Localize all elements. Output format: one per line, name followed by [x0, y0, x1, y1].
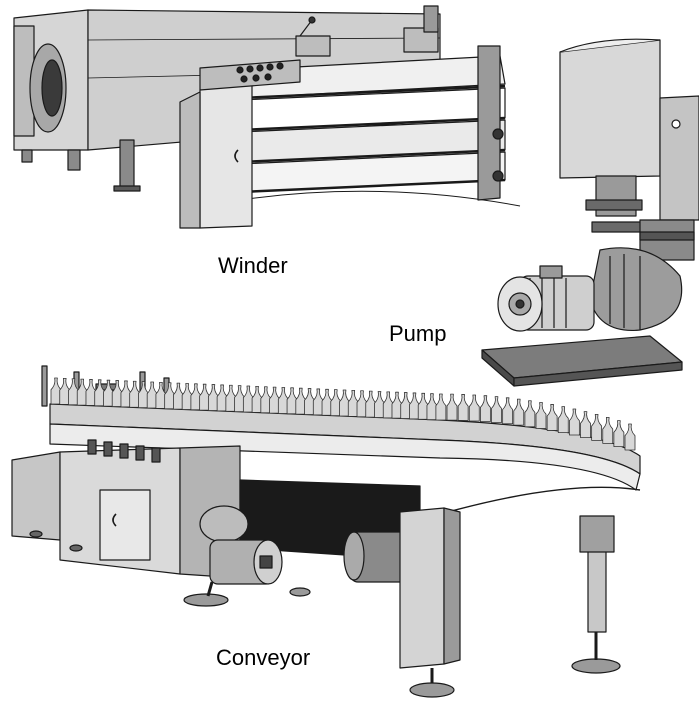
bottle — [365, 390, 377, 418]
bottle — [304, 388, 315, 415]
bottle — [339, 389, 350, 417]
conveyor-label: Conveyor — [216, 645, 311, 670]
bottle — [286, 387, 298, 415]
bottle — [234, 385, 246, 413]
bottle — [199, 383, 211, 411]
winder-rollers — [239, 55, 521, 207]
conveyor-body-left — [11, 451, 61, 541]
conveyor-leg-front — [399, 507, 445, 669]
bottle — [50, 377, 62, 405]
bottle — [347, 389, 359, 417]
pump-tank-left — [559, 39, 661, 179]
bottle — [580, 411, 591, 438]
bottle — [624, 423, 636, 451]
bottle — [181, 383, 193, 410]
bottle — [164, 382, 176, 410]
bottle — [277, 387, 289, 414]
bottle — [446, 393, 458, 421]
bottle — [68, 378, 79, 406]
bottle — [295, 387, 307, 415]
bottle — [524, 400, 536, 428]
bottle — [312, 388, 324, 416]
bottle — [251, 385, 263, 413]
bottle — [417, 392, 429, 420]
bottle — [94, 379, 106, 407]
bottle-row — [50, 377, 636, 451]
bottle — [546, 404, 558, 431]
bottle — [120, 380, 132, 408]
conveyor-machine — [11, 365, 641, 698]
bottle — [330, 389, 342, 417]
bottle — [85, 379, 97, 406]
bottle — [426, 393, 438, 421]
bottle — [591, 413, 603, 441]
bottle — [479, 395, 491, 423]
bottle — [468, 394, 480, 422]
bottle — [59, 377, 71, 405]
control-buttons — [236, 62, 284, 83]
bottle — [391, 391, 403, 419]
pump-tank-right — [659, 95, 699, 221]
bottle — [207, 384, 219, 411]
bottle — [602, 416, 614, 444]
leveling-foot-front — [409, 682, 455, 698]
bottle — [568, 408, 580, 436]
bottle — [111, 380, 123, 407]
pump-machine — [481, 38, 699, 387]
bottle — [409, 392, 420, 420]
bottle — [557, 406, 569, 434]
bottle — [374, 391, 385, 418]
bottle — [502, 397, 514, 425]
bottle — [513, 398, 525, 426]
bottle — [269, 386, 280, 414]
leveling-foot-right — [571, 658, 621, 674]
leveling-foot-left — [183, 593, 229, 607]
pump-motor — [497, 265, 595, 332]
bottle — [155, 381, 167, 409]
bottle — [435, 393, 447, 421]
bottle — [457, 394, 469, 421]
conveyor-motor-left — [199, 505, 283, 585]
bottle — [242, 385, 254, 413]
sensor-clips — [87, 439, 161, 463]
bottle — [216, 384, 228, 412]
bottle — [356, 390, 368, 418]
bottle — [400, 392, 412, 419]
bottle — [535, 402, 547, 429]
pump-volute — [589, 247, 683, 332]
bottle — [491, 396, 502, 424]
bottle — [103, 379, 114, 407]
bottle — [260, 386, 272, 414]
bottle — [225, 384, 237, 412]
bottle — [173, 382, 184, 410]
winder-machine — [13, 5, 521, 229]
bottle — [321, 388, 333, 416]
winder-control-cabinet — [199, 75, 253, 229]
bottle — [76, 378, 88, 406]
bottle — [129, 380, 141, 408]
bottle — [613, 420, 625, 447]
winder-label: Winder — [218, 253, 288, 278]
bottle — [138, 381, 149, 409]
bottle — [382, 391, 394, 419]
bottle — [190, 383, 202, 411]
bottle — [146, 381, 158, 409]
pump-label: Pump — [389, 321, 447, 346]
